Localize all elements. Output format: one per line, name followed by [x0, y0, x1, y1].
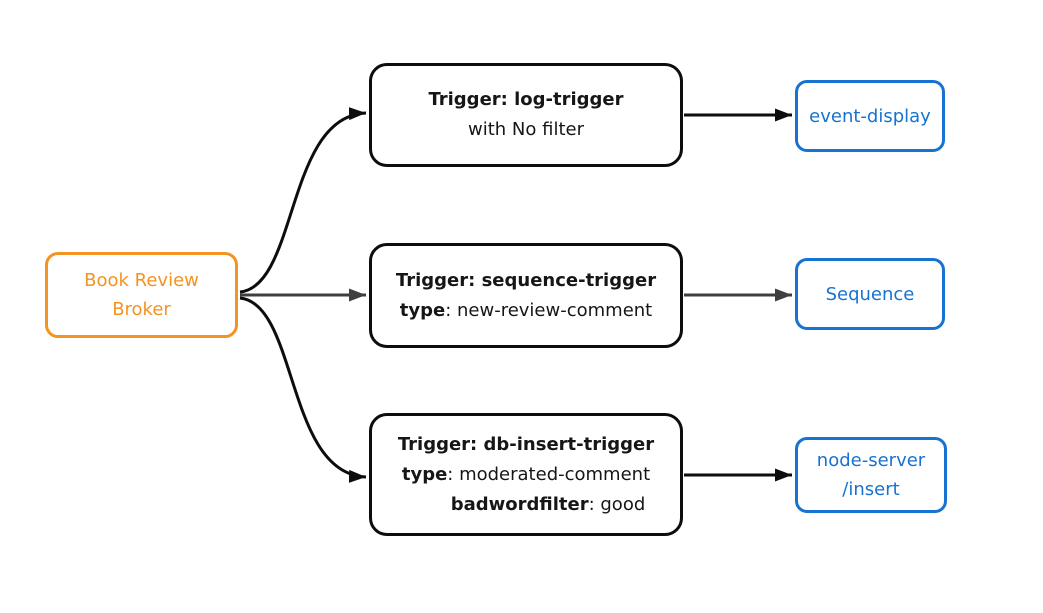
trigger-attr: type: moderated-comment: [402, 460, 650, 490]
edge-broker-to-log-trigger: [239, 107, 367, 294]
attr-value: : new-review-comment: [445, 299, 653, 321]
broker-node: Book Review Broker: [45, 252, 238, 338]
trigger-title: Trigger: sequence-trigger: [396, 266, 656, 296]
sink-label-line2: /insert: [842, 479, 900, 500]
attr-key: type: [399, 299, 446, 321]
broker-label: Book Review Broker: [84, 270, 199, 320]
trigger-title-text: Trigger: sequence-trigger: [395, 269, 657, 291]
sink-node-sequence: Sequence: [795, 258, 945, 330]
attr-key: badwordfilter: [450, 493, 589, 515]
trigger-node-log-trigger: Trigger: log-trigger with No filter: [369, 63, 683, 167]
sink-node-node-server-insert: node-server /insert: [795, 437, 947, 513]
trigger-subtitle: with No filter: [468, 115, 584, 145]
trigger-node-db-insert-trigger: Trigger: db-insert-trigger type: moderat…: [369, 413, 683, 536]
trigger-title: Trigger: db-insert-trigger: [398, 430, 654, 460]
trigger-title: Trigger: log-trigger: [428, 85, 623, 115]
trigger-attr: type: new-review-comment: [400, 296, 652, 326]
sink-label: event-display: [809, 105, 931, 127]
attr-value: : moderated-comment: [447, 463, 651, 485]
edge-broker-to-db-insert-trigger: [239, 296, 367, 483]
trigger-title-text: Trigger: log-trigger: [428, 89, 624, 110]
sink-label-line1: node-server: [816, 450, 926, 471]
trigger-attr: badwordfilter: good: [451, 490, 646, 520]
trigger-title-text: Trigger: db-insert-trigger: [397, 433, 655, 455]
attr-value: : good: [588, 493, 646, 515]
trigger-subtitle-text: with No filter: [468, 119, 584, 140]
trigger-node-sequence-trigger: Trigger: sequence-trigger type: new-revi…: [369, 243, 683, 348]
attr-key: type: [401, 463, 448, 485]
sink-label: Sequence: [825, 283, 915, 305]
sink-node-event-display: event-display: [795, 80, 945, 152]
